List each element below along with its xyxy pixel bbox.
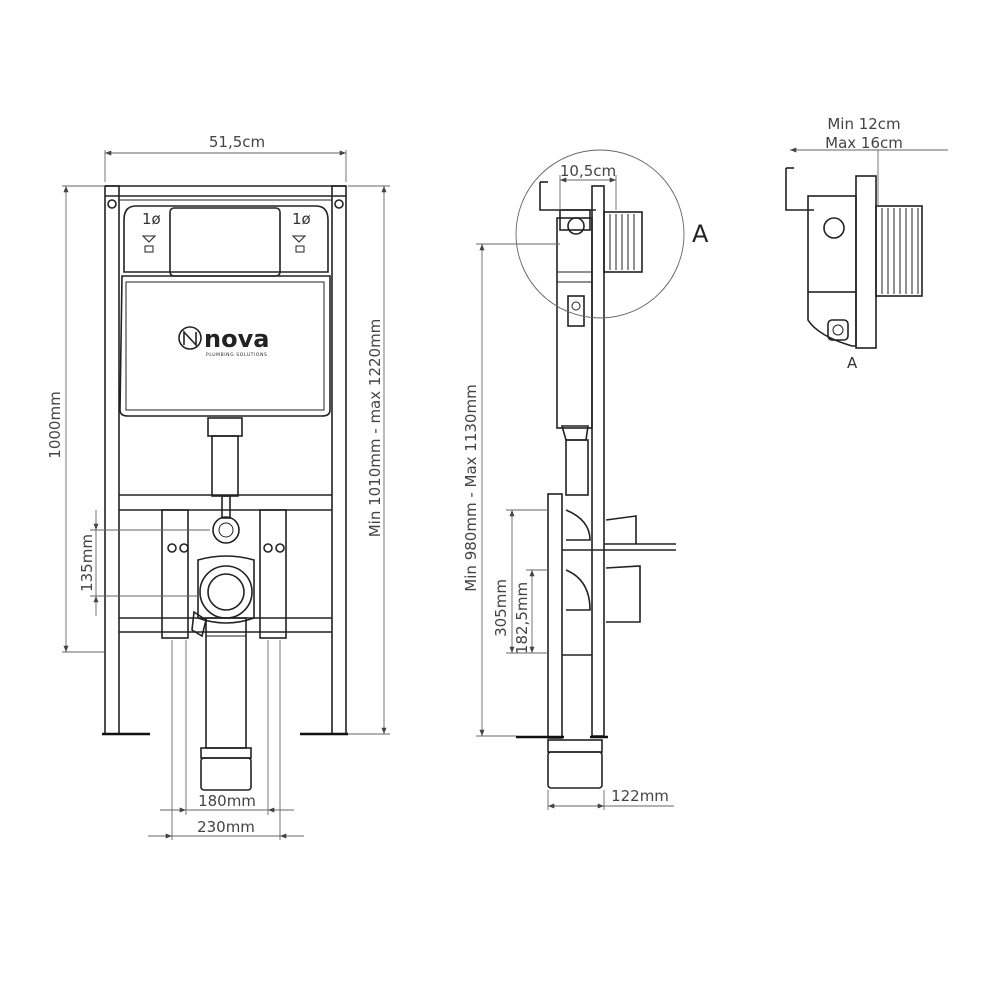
side-frame: [516, 181, 676, 789]
dim-pipe-outer: 230mm: [197, 818, 255, 836]
detail-dim-line2: Max 16cm: [825, 134, 903, 152]
dim-offset-left: 135mm: [78, 534, 96, 592]
detail-dim-line1: Min 12cm: [827, 115, 900, 133]
front-dimensions: 51,5cm 1000mm 135mm Min 1010mm - max 122…: [46, 133, 390, 840]
dim-depth-top: 10,5cm: [560, 162, 616, 180]
flush-pipe: [207, 417, 243, 544]
detail-label: A: [847, 354, 858, 372]
dim-height-a: 305mm: [492, 579, 510, 637]
dim-height-b: 182,5mm: [513, 582, 531, 654]
detail-callout: A: [692, 220, 709, 248]
side-dimensions: 10,5cm Min 980mm - Max 1130mm 305mm 182,…: [462, 162, 674, 810]
logo-tagline: PLUMBING SOLUTIONS: [206, 352, 268, 358]
dim-depth-bottom: 122mm: [611, 787, 669, 805]
dim-height-right: Min 1010mm - max 1220mm: [366, 319, 384, 538]
detail-circle: [515, 149, 685, 319]
logo-name: nova: [204, 325, 269, 353]
front-view: 1ø 1ø nova PLUMBING SOLUTIONS: [46, 133, 390, 840]
dim-side-height: Min 980mm - Max 1130mm: [462, 384, 480, 591]
detail-view-a: Min 12cm Max 16cm A: [785, 115, 948, 372]
dim-width-top: 51,5cm: [209, 133, 265, 151]
dim-height-left: 1000mm: [46, 391, 64, 458]
nova-logo: nova PLUMBING SOLUTIONS: [178, 325, 269, 358]
side-view: A 10,5cm Min 980mm - Max 1130mm 305mm 18…: [462, 149, 709, 810]
cistern-mark-left: 1ø: [142, 210, 161, 228]
drain-assembly: [161, 509, 287, 791]
cistern: 1ø 1ø: [119, 205, 331, 417]
dim-pipe-inner: 180mm: [198, 792, 256, 810]
frame: [102, 185, 348, 736]
cistern-mark-right: 1ø: [292, 210, 311, 228]
